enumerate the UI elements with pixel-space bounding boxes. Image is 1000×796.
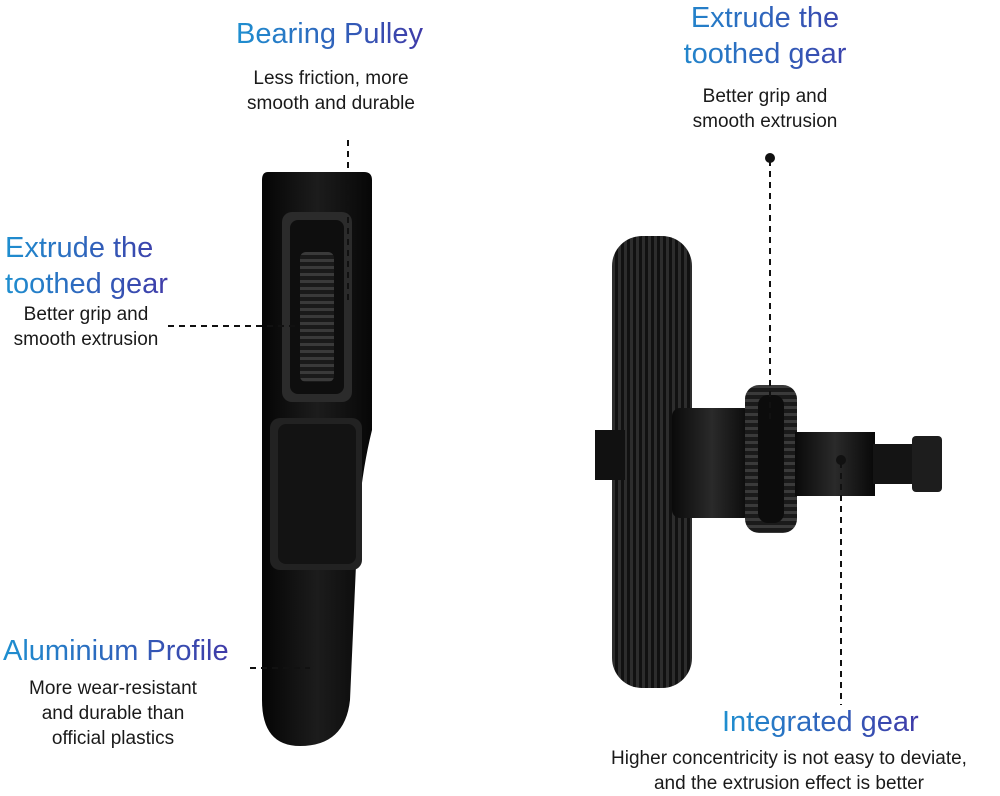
integrated-gear-title: Integrated gear (722, 706, 919, 738)
bearing-pulley-title: Bearing Pulley (236, 18, 423, 50)
extrude-gear-left-desc-line2: smooth extrusion (13, 329, 159, 350)
integrated-gear-desc: Higher concentricity is not easy to devi… (578, 746, 1000, 796)
extrude-gear-right-title-line2: toothed gear (683, 38, 847, 70)
extrude-gear-right-title-line1: Extrude the (690, 2, 840, 34)
leader-dot-top (765, 153, 775, 163)
aluminium-profile-desc-line2: and durable than (41, 703, 185, 724)
aluminium-profile-title: Aluminium Profile (3, 635, 229, 667)
bearing-pulley-desc: Less friction, more smooth and durable (226, 66, 436, 116)
aluminium-profile-desc-line1: More wear-resistant (29, 678, 197, 699)
aluminium-profile-desc-line3: official plastics (51, 728, 175, 749)
extrude-gear-right-desc-line1: Better grip and (702, 86, 828, 107)
leader-lines (168, 140, 842, 705)
extrude-gear-left-desc-line1: Better grip and (23, 304, 149, 325)
integrated-gear-part (595, 236, 942, 688)
extrude-gear-left-title-line1: Extrude the (5, 232, 154, 264)
extrude-gear-left-title: Extrude the toothed gear (5, 230, 168, 302)
integrated-gear-desc-line1: Higher concentricity is not easy to devi… (611, 748, 967, 769)
bearing-pulley-desc-line2: smooth and durable (247, 93, 415, 114)
aluminium-profile-desc: More wear-resistant and durable than off… (8, 676, 218, 751)
extrude-gear-right-title: Extrude the toothed gear (660, 0, 870, 72)
extruder-arm (262, 172, 372, 746)
leader-dot-shaft (836, 455, 846, 465)
extrude-gear-left-desc: Better grip and smooth extrusion (0, 302, 172, 352)
extrude-gear-right-desc: Better grip and smooth extrusion (670, 84, 860, 134)
extrude-gear-right-desc-line2: smooth extrusion (692, 111, 838, 132)
extrude-gear-left-title-line2: toothed gear (5, 268, 168, 300)
bearing-pulley-desc-line1: Less friction, more (253, 68, 409, 89)
integrated-gear-desc-line2: and the extrusion effect is better (653, 773, 925, 794)
threaded-pulley-shape (300, 252, 334, 382)
